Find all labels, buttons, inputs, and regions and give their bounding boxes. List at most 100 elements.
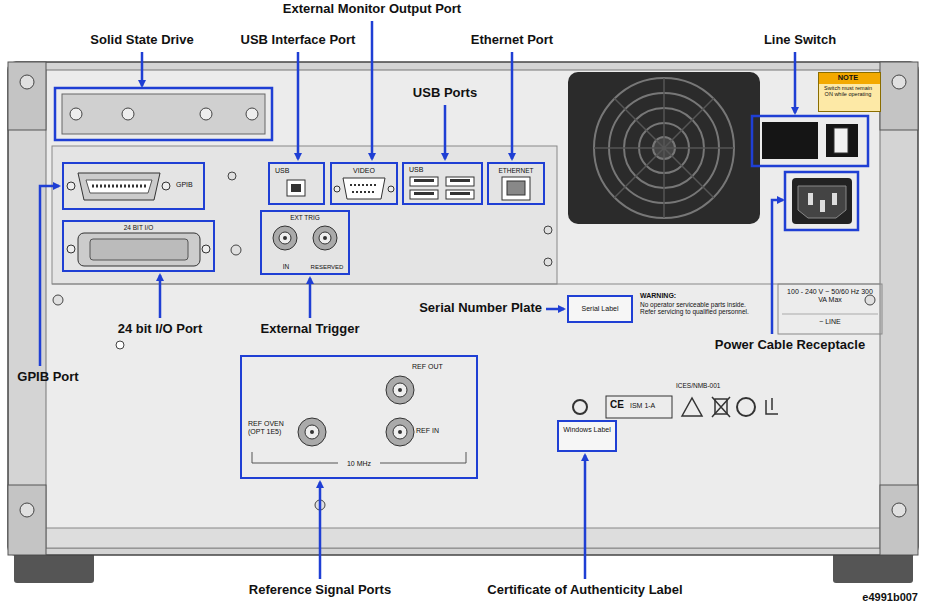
panel-marking: VIDEO [332, 167, 396, 175]
ethernet-port-box: ETHERNET [487, 162, 545, 205]
connectors [410, 190, 438, 199]
chassis [228, 172, 236, 180]
rating-text: 100 - 240 V ~ 50/60 Hz 300 VA Max [782, 288, 878, 304]
chassis [544, 226, 552, 234]
leader-arrows [794, 52, 797, 113]
chassis [865, 295, 875, 305]
io-port-box: 24 BIT I/O [62, 220, 215, 272]
callout-label: External Trigger [261, 322, 360, 337]
connectors [414, 192, 434, 195]
callout-label: 24 bit I/O Port [118, 322, 203, 337]
line-switch [762, 122, 818, 159]
panel-marking: REF IN [416, 427, 439, 435]
certification-marks [682, 398, 702, 416]
rating-plate [778, 284, 882, 334]
connectors [507, 181, 525, 195]
solid-state-drive [70, 108, 82, 120]
panel-marking: USB [409, 166, 423, 174]
connectors [450, 192, 470, 195]
chassis [46, 528, 880, 548]
note-text: NOTE [819, 74, 877, 83]
cooling-fan [568, 72, 760, 224]
chassis [116, 341, 124, 349]
connectors [446, 177, 474, 186]
connectors [414, 179, 434, 182]
connectors [287, 180, 305, 196]
connectors [393, 425, 407, 439]
chassis [8, 485, 46, 555]
power-receptacle [832, 193, 837, 205]
warning-heading: WARNING: [640, 292, 676, 300]
connectors [279, 232, 291, 244]
connectors [78, 173, 160, 200]
connectors [67, 245, 75, 253]
callout-label: GPIB Port [17, 370, 78, 385]
leader-arrows [772, 200, 783, 334]
connectors [78, 233, 200, 266]
connectors [388, 186, 394, 192]
panel-marking: GPIB [176, 181, 193, 189]
windows-label-box: Windows Label [557, 420, 617, 452]
panel-marking: RESERVED [306, 264, 348, 271]
connectors [86, 180, 152, 193]
panel-marking: ETHERNET [489, 167, 543, 174]
leader-arrows [309, 278, 312, 318]
solid-state-drive [55, 88, 272, 140]
connectors [67, 182, 75, 190]
certification-marks [573, 400, 587, 414]
callout-label: Reference Signal Ports [249, 583, 391, 598]
solid-state-drive [122, 108, 134, 120]
connectors [283, 236, 287, 240]
connectors [502, 177, 530, 200]
line-switch [834, 128, 848, 153]
solid-state-drive [55, 88, 272, 140]
solid-state-drive [246, 108, 258, 120]
chassis [892, 75, 906, 89]
chassis [544, 258, 552, 266]
callout-label: Solid State Drive [90, 33, 193, 48]
external-trigger-box: EXT TRIGINRESERVED [260, 210, 350, 275]
line-switch [752, 116, 868, 166]
chassis [46, 70, 880, 548]
rating-text: ~ LINE [819, 318, 841, 326]
certification-marks [737, 398, 755, 416]
compliance-mark: CE [610, 399, 624, 411]
note-text: Switch must remain ON while operating [820, 85, 876, 98]
leader-arrows [546, 308, 564, 311]
chassis [53, 295, 63, 305]
usb-interface-box: USB [268, 162, 325, 205]
connectors [273, 226, 297, 250]
leader-arrows [40, 21, 795, 579]
chassis [52, 146, 557, 284]
connectors [323, 236, 327, 240]
solid-state-drive [62, 94, 265, 134]
connectors [343, 178, 385, 199]
panel-marking: 10 MHz [242, 460, 476, 468]
certification-marks [712, 397, 730, 417]
leader-arrows [141, 52, 144, 86]
callout-label: Line Switch [764, 33, 836, 48]
panel-marking: 24 BIT I/O [64, 224, 213, 231]
leader-arrows [444, 105, 447, 159]
leader-arrows [297, 52, 300, 159]
gpib-port-box: GPIB [62, 162, 205, 210]
line-switch [826, 124, 858, 157]
panel-marking: REF OVEN (OPT 1E5) [248, 420, 296, 436]
chassis [892, 503, 906, 517]
warning-text: No operator serviceable parts inside. Re… [640, 301, 760, 316]
connectors [92, 185, 146, 188]
connectors [398, 388, 402, 392]
connectors [67, 173, 530, 463]
leader-arrows [40, 186, 59, 366]
figure-id: e4991b007 [862, 591, 918, 604]
chassis [231, 245, 241, 255]
line-switch [752, 116, 868, 166]
cooling-fan [594, 78, 734, 218]
video-port-box: VIDEO [330, 162, 398, 205]
cooling-fan [568, 72, 760, 224]
chassis [8, 62, 46, 130]
callout-label: USB Interface Port [241, 33, 356, 48]
connectors [313, 226, 337, 250]
usb-ports-box: USB [402, 162, 483, 205]
